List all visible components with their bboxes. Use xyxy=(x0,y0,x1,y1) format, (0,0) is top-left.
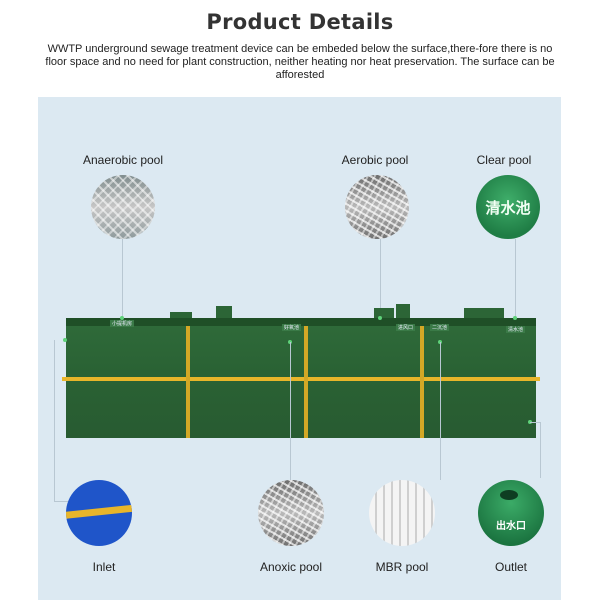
label-aerobic-pool: Aerobic pool xyxy=(341,153,409,167)
connector-line xyxy=(540,422,541,478)
tank-top-edge xyxy=(66,318,536,326)
connector-line xyxy=(122,239,123,321)
mbr-pool-photo xyxy=(369,480,435,546)
label-outlet: Outlet xyxy=(494,560,527,574)
label-clear-pool: Clear pool xyxy=(476,153,532,167)
anoxic-pool-photo xyxy=(258,480,324,546)
product-description: WWTP underground sewage treatment device… xyxy=(45,43,555,81)
clear-pool-photo: 清水池 xyxy=(476,175,540,239)
tank-label: 好氧池 xyxy=(282,324,302,331)
connector-line xyxy=(530,422,540,423)
label-mbr-pool: MBR pool xyxy=(375,560,429,574)
connector-line xyxy=(54,340,55,502)
connector-line xyxy=(380,239,381,321)
label-anoxic-pool: Anoxic pool xyxy=(259,560,323,574)
tank-label: 进风口 xyxy=(396,324,416,331)
connector-line xyxy=(54,501,68,502)
connector-line xyxy=(515,239,516,321)
outlet-hole xyxy=(500,490,518,500)
inlet-photo xyxy=(66,480,132,546)
inlet-photo-bar xyxy=(66,503,132,520)
connector-line xyxy=(440,342,441,480)
marker-dot xyxy=(120,316,124,320)
tank-stripe-vertical xyxy=(304,326,308,438)
outlet-photo-text: 出水口 xyxy=(496,521,526,532)
tank-stripe-vertical xyxy=(186,326,190,438)
aerobic-pool-photo xyxy=(345,175,409,239)
tank-label: 小提机房 xyxy=(110,320,135,327)
marker-dot xyxy=(513,316,517,320)
treatment-tank: 小提机房 好氧池 进风口 二沉池 清水池 xyxy=(62,304,540,438)
label-anaerobic-pool: Anaerobic pool xyxy=(82,153,164,167)
tank-bump xyxy=(216,306,232,318)
anaerobic-pool-photo xyxy=(91,175,155,239)
tank-stripe-horizontal xyxy=(62,377,540,381)
outlet-photo: 出水口 xyxy=(478,480,544,546)
tank-label: 二沉池 xyxy=(430,324,450,331)
marker-dot xyxy=(63,338,67,342)
marker-dot xyxy=(378,316,382,320)
tank-label: 清水池 xyxy=(506,326,526,333)
tank-bump xyxy=(396,304,410,318)
tank-bump xyxy=(464,308,504,318)
tank-bump xyxy=(374,308,394,318)
page-title: Product Details xyxy=(206,10,394,34)
tank-stripe-vertical xyxy=(420,326,424,438)
clear-pool-photo-text: 清水池 xyxy=(485,199,531,217)
connector-line xyxy=(290,342,291,480)
tank-bump xyxy=(170,312,192,318)
label-inlet: Inlet xyxy=(92,560,116,574)
